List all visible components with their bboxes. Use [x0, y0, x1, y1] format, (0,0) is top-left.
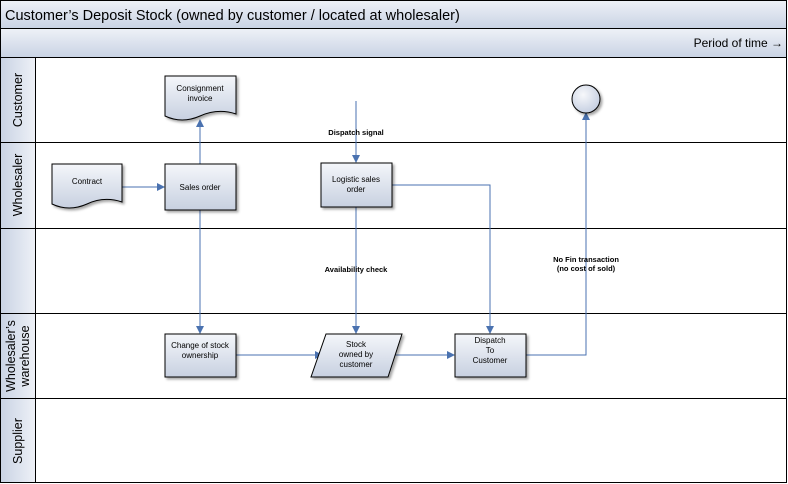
node-stock-line-1: Stock [346, 340, 367, 349]
timeline-header: Period of time → [0, 28, 787, 58]
edge-labels: Dispatch signal Availability check No Fi… [325, 128, 620, 274]
node-stock-owned-by-customer[interactable]: Stock owned by customer [310, 333, 403, 378]
edge-logistic-to-dispatch [392, 184, 494, 334]
node-logistic-sales-order[interactable]: Logistic sales order [320, 162, 393, 208]
lane-empty [0, 228, 787, 314]
node-dispatch-line-1: Dispatch [474, 336, 505, 345]
connectors [122, 101, 590, 359]
node-logistic-sales-order-line-1: Logistic sales [332, 175, 380, 184]
node-consignment-invoice-line-2: invoice [188, 94, 213, 103]
title-bar: Customer’s Deposit Stock (owned by custo… [0, 0, 787, 29]
node-sales-order[interactable]: Sales order [164, 163, 237, 211]
lane-label-warehouse-2: warehouse [18, 325, 32, 387]
label-availability-check: Availability check [325, 265, 388, 274]
node-dispatch-line-3: Customer [473, 356, 508, 365]
timeline-label: Period of time → [694, 36, 783, 50]
lane-customer [0, 57, 787, 143]
nodes: Consignment invoice Contract Sales order… [51, 75, 601, 378]
node-stock-line-3: customer [340, 360, 373, 369]
node-contract-line-1: Contract [72, 177, 103, 186]
lane-supplier [0, 398, 787, 483]
label-no-fin-transaction-2: (no cost of sold) [557, 264, 616, 273]
end-event-circle[interactable] [571, 84, 601, 114]
label-dispatch-signal: Dispatch signal [328, 128, 383, 137]
lanes: Customer Wholesaler Wholesaler’s warehou… [0, 57, 787, 483]
node-contract[interactable]: Contract [51, 163, 123, 209]
node-change-of-stock-line-2: ownership [182, 351, 219, 360]
label-no-fin-transaction-1: No Fin transaction [553, 255, 619, 264]
node-change-of-stock-line-1: Change of stock [171, 341, 230, 350]
node-dispatch-to-customer[interactable]: Dispatch To Customer [454, 333, 527, 378]
lane-label-warehouse-1: Wholesaler’s [4, 320, 18, 392]
node-change-of-stock-ownership[interactable]: Change of stock ownership [164, 333, 237, 378]
node-sales-order-line-1: Sales order [180, 183, 221, 192]
edge-dispatch-to-end [526, 112, 590, 356]
lane-label-wholesaler: Wholesaler [11, 154, 25, 217]
node-logistic-sales-order-line-2: order [347, 185, 366, 194]
node-consignment-invoice-line-1: Consignment [176, 84, 224, 93]
lane-label-customer: Customer [11, 73, 25, 127]
node-dispatch-line-2: To [486, 346, 495, 355]
node-stock-line-2: owned by [339, 350, 373, 359]
diagram-title: Customer’s Deposit Stock (owned by custo… [5, 8, 460, 24]
lane-label-supplier: Supplier [11, 418, 25, 464]
node-consignment-invoice[interactable]: Consignment invoice [164, 75, 237, 121]
